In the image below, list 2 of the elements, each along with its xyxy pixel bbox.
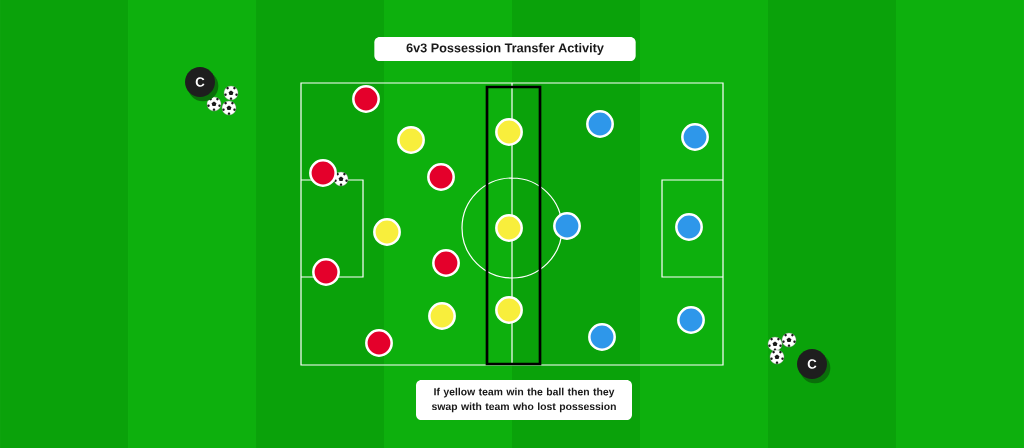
title-box: 6v3 Possession Transfer Activity xyxy=(374,37,636,61)
caption-box: If yellow team win the ball then they swap with team who lost possession xyxy=(416,380,632,420)
